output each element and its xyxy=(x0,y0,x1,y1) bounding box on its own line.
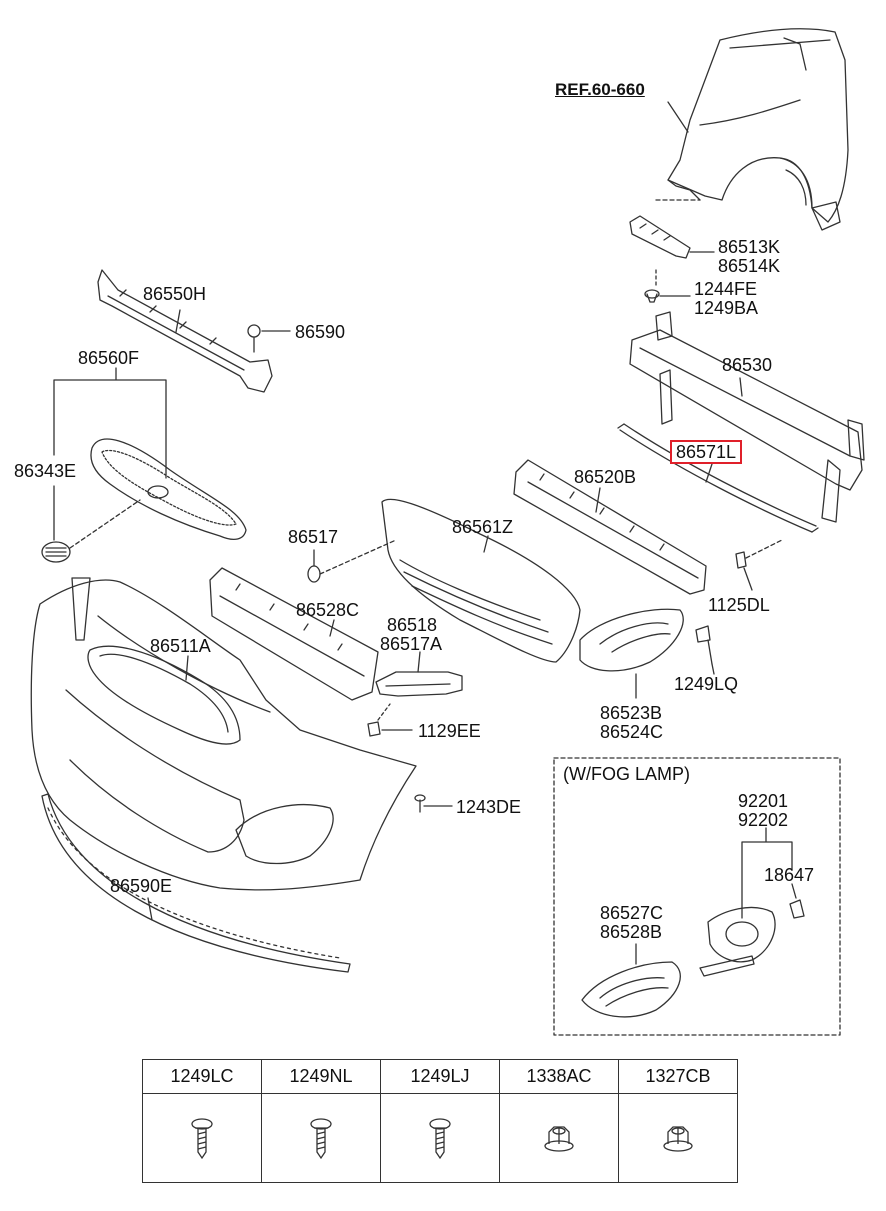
fastener-header-1338ac[interactable]: 1338AC xyxy=(499,1059,619,1094)
part-label-86511a[interactable]: 86511A xyxy=(150,636,211,656)
lower-lip-drawing xyxy=(41,793,351,973)
leader-86530 xyxy=(739,377,743,397)
part-label-86590e[interactable]: 86590E xyxy=(110,876,173,896)
fastener-header-1249nl[interactable]: 1249NL xyxy=(261,1059,381,1094)
center-bracket-drawing xyxy=(209,567,379,701)
part-label-86560f[interactable]: 86560F xyxy=(78,348,140,368)
screw-1243de-drawing xyxy=(414,794,426,813)
bracket-92201 xyxy=(741,827,793,919)
part-label-86528c[interactable]: 86528C xyxy=(296,600,360,620)
ref-label[interactable]: REF.60-660 xyxy=(555,80,645,99)
part-label-86518[interactable]: 86518 xyxy=(387,615,438,635)
clip-86590-drawing xyxy=(247,324,261,353)
lower-grille-drawing xyxy=(381,498,581,663)
fog-lamp-box-frame xyxy=(553,757,841,1036)
fender-bracket-drawing xyxy=(629,199,701,259)
fastener-cell-1338ac[interactable] xyxy=(499,1093,619,1183)
part-label-86524c[interactable]: 86524C xyxy=(600,722,664,742)
crossmember-drawing xyxy=(629,311,865,523)
part-label-1129ee[interactable]: 1129EE xyxy=(418,721,481,741)
energy-absorber-drawing xyxy=(513,459,707,595)
part-label-1125dl[interactable]: 1125DL xyxy=(708,595,770,615)
bolt-1129ee-drawing xyxy=(367,703,391,737)
emblem-drawing xyxy=(41,541,71,563)
fastener-header-1249lc[interactable]: 1249LC xyxy=(142,1059,262,1094)
part-label-86520b[interactable]: 86520B xyxy=(574,467,637,487)
fender-drawing xyxy=(667,28,849,231)
fastener-header-1327cb[interactable]: 1327CB xyxy=(618,1059,738,1094)
part-label-86517a[interactable]: 86517A xyxy=(380,634,443,654)
screw-1249lq-drawing xyxy=(695,625,713,665)
ref-leader xyxy=(667,101,689,133)
part-label-86530[interactable]: 86530 xyxy=(722,355,773,375)
leader-86550h xyxy=(175,309,181,333)
emblem-leader xyxy=(69,499,141,549)
leader-86518 xyxy=(417,651,421,673)
upper-grille-drawing xyxy=(90,438,247,541)
bolt-1125dl-drawing xyxy=(735,539,783,569)
leader-1125dl xyxy=(743,567,753,591)
fastener-header-1249lj[interactable]: 1249LJ xyxy=(380,1059,500,1094)
leader-86511a xyxy=(185,655,189,681)
fog-cover-alt-drawing xyxy=(581,961,681,1018)
flange-nut-icon xyxy=(544,1126,574,1152)
part-label-86343e[interactable]: 86343E xyxy=(14,461,77,481)
part-label-1249ba[interactable]: 1249BA xyxy=(694,298,759,318)
upper-rail-drawing xyxy=(97,269,273,393)
part-label-86528b[interactable]: 86528B xyxy=(600,922,663,942)
part-label-86517[interactable]: 86517 xyxy=(288,527,339,547)
leader-1249lq xyxy=(711,663,715,675)
part-label-86513k[interactable]: 86513K xyxy=(718,237,781,257)
flange-nut-icon xyxy=(663,1126,693,1152)
tow-bracket-drawing xyxy=(375,671,463,697)
socket-18647-drawing xyxy=(789,883,805,919)
fastener-cell-1249nl[interactable] xyxy=(261,1093,381,1183)
fog-lamp-box-title: (W/FOG LAMP) xyxy=(563,764,690,784)
part-label-92202[interactable]: 92202 xyxy=(738,810,789,830)
fog-lamp-drawing xyxy=(699,906,776,977)
fastener-table-header: 1249LC 1249NL 1249LJ 1338AC 1327CB xyxy=(142,1059,738,1094)
screw-icon xyxy=(191,1118,213,1160)
fastener-cell-1249lj[interactable] xyxy=(380,1093,500,1183)
fastener-table: 1249LC 1249NL 1249LJ 1338AC 1327CB xyxy=(142,1059,738,1183)
fog-cover-drawing xyxy=(579,608,684,672)
part-label-86590[interactable]: 86590 xyxy=(295,322,346,342)
part-label-86514k[interactable]: 86514K xyxy=(718,256,781,276)
fastener-table-icons xyxy=(142,1093,738,1183)
part-label-86527c[interactable]: 86527C xyxy=(600,903,664,923)
leader-86571l xyxy=(705,463,713,483)
part-label-86561z[interactable]: 86561Z xyxy=(452,517,514,537)
leader-86528c xyxy=(329,619,335,637)
part-label-1243de[interactable]: 1243DE xyxy=(456,797,522,817)
leader-86561z xyxy=(483,535,489,553)
bracket-86560f xyxy=(53,367,167,541)
part-label-86523b[interactable]: 86523B xyxy=(600,703,663,723)
screw-icon xyxy=(429,1118,451,1160)
bumper-cover-drawing xyxy=(30,577,417,891)
screw-icon xyxy=(310,1118,332,1160)
part-label-1244fe[interactable]: 1244FE xyxy=(694,279,758,299)
fastener-cell-1249lc[interactable] xyxy=(142,1093,262,1183)
part-label-1249lq[interactable]: 1249LQ xyxy=(674,674,739,694)
part-label-92201[interactable]: 92201 xyxy=(738,791,789,811)
leader-86590e xyxy=(147,897,153,921)
fastener-cell-1327cb[interactable] xyxy=(618,1093,738,1183)
screw-1244fe-drawing xyxy=(644,269,660,303)
absorber-bar-drawing xyxy=(617,423,819,533)
part-label-18647[interactable]: 18647 xyxy=(764,865,815,885)
part-label-86550h[interactable]: 86550H xyxy=(143,284,207,304)
leader-86520b xyxy=(595,487,601,513)
part-label-86571l[interactable]: 86571L xyxy=(670,440,743,464)
